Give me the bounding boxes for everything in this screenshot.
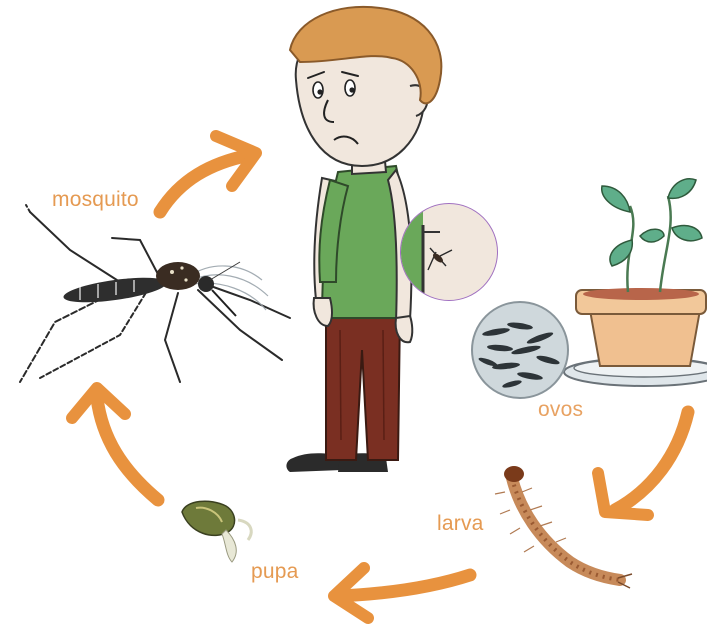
arrow-eggs-to-larva bbox=[598, 412, 688, 515]
arrow-larva-to-pupa bbox=[334, 568, 470, 618]
eggs-dish-icon bbox=[472, 302, 568, 398]
larva-icon bbox=[495, 466, 632, 588]
label-eggs: ovos bbox=[538, 398, 583, 422]
label-pupa: pupa bbox=[251, 560, 299, 584]
label-mosquito: mosquito bbox=[52, 188, 139, 212]
label-larva: larva bbox=[437, 512, 484, 536]
mosquito-icon bbox=[20, 205, 290, 382]
arrow-pupa-to-mosquito bbox=[72, 388, 158, 500]
pupa-icon bbox=[182, 501, 251, 562]
arrow-mosquito-to-human bbox=[160, 136, 256, 212]
plant-pot-icon bbox=[564, 179, 707, 386]
